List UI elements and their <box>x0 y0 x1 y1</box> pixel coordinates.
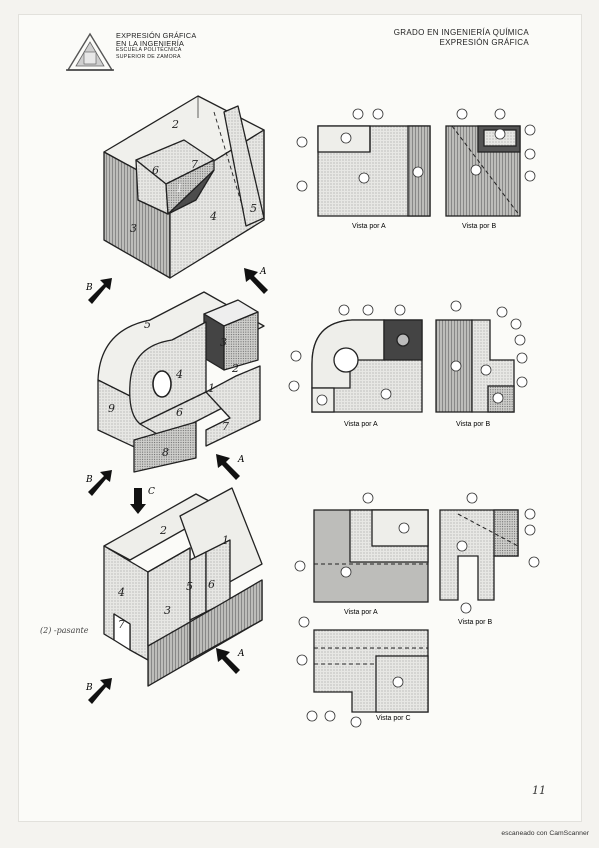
ex2-label-4: 4 <box>175 368 183 381</box>
ex3-caption-b: Vista por B <box>458 619 492 626</box>
school-name: EXPRESIÓN GRÁFICA EN LA INGENIERÍA ESCUE… <box>116 32 196 60</box>
ex3-label-2: 2 <box>159 524 167 537</box>
ex3-arrow-b: B <box>85 678 112 704</box>
ex3-label-4: 4 <box>117 586 125 599</box>
ex1-callouts <box>296 108 536 192</box>
ex2-caption-b: Vista por B <box>456 421 490 428</box>
school-line-4: SUPERIOR DE ZAMORA <box>116 53 181 60</box>
ex2-arrow-b: B <box>85 470 112 496</box>
ex2-arrow-c-label: C <box>148 487 155 497</box>
ex3-view-b <box>439 509 519 601</box>
ex1-label-6: 6 <box>152 164 159 177</box>
ex1-label-7: 7 <box>191 158 198 171</box>
ex1-view-b <box>445 125 521 217</box>
course-header: GRADO EN INGENIERÍA QUÍMICA EXPRESIÓN GR… <box>394 28 529 49</box>
ex1-caption-a: Vista por A <box>352 223 386 230</box>
ex3-label-3: 3 <box>164 604 171 617</box>
ex2-callouts <box>288 300 528 406</box>
ex2-caption-a: Vista por A <box>344 421 378 428</box>
ex3-view-a <box>313 509 429 603</box>
ex1-label-4: 4 <box>209 210 217 223</box>
ex2-label-9: 9 <box>108 402 115 415</box>
page-number: 11 <box>532 784 546 797</box>
ex3-label-6: 6 <box>208 578 215 591</box>
ex1-label-5: 5 <box>250 202 257 215</box>
ex2-label-7: 7 <box>222 420 229 433</box>
ex3-label-1: 1 <box>222 534 229 547</box>
ex3-view-c <box>313 629 429 713</box>
ex2-arrow-c: C <box>130 487 155 514</box>
ex2-label-6: 6 <box>176 406 183 419</box>
exercise-3-face-labels: 2 1 4 5 6 3 7 <box>117 524 229 631</box>
ex1-arrow-a: A <box>244 267 268 294</box>
school-line-1: EXPRESIÓN GRÁFICA <box>116 31 197 40</box>
school-line-2: EN LA INGENIERÍA <box>116 38 185 48</box>
scanner-footer: escaneado con CamScanner <box>501 830 589 837</box>
ex1-arrow-a-label: A <box>259 267 267 277</box>
ex2-label-8: 8 <box>162 446 169 459</box>
ex1-label-1: 1 <box>176 182 183 195</box>
ex2-label-3: 3 <box>220 336 227 349</box>
ex2-view-a <box>311 319 423 413</box>
ex1-view-a <box>317 125 431 217</box>
ex2-arrow-b-label: B <box>85 475 93 485</box>
ex3-label-7: 7 <box>118 618 125 631</box>
ex3-caption-a: Vista por A <box>344 609 378 616</box>
ex3-arrow-b-label: B <box>85 683 93 693</box>
exercise-2-face-labels: 5 3 4 1 2 9 6 7 8 <box>108 318 239 459</box>
ex2-label-2: 2 <box>231 362 239 375</box>
ex3-arrow-a: A <box>216 648 245 674</box>
exercise-1-isometric <box>103 95 265 279</box>
ex1-arrow-b-label: B <box>85 283 93 293</box>
ex2-arrow-a: A <box>216 454 245 480</box>
ex3-label-5: 5 <box>186 580 193 593</box>
degree-title: GRADO EN INGENIERÍA QUÍMICA <box>393 28 529 37</box>
exercise-2-isometric <box>97 291 265 473</box>
ex3-caption-c: Vista por C <box>376 715 411 722</box>
ex2-label-1: 1 <box>208 382 215 395</box>
subject-title: EXPRESIÓN GRÁFICA <box>439 38 529 48</box>
exercise-3-isometric <box>103 487 263 687</box>
ex1-caption-b: Vista por B <box>462 223 496 230</box>
ex3-arrow-a-label: A <box>237 649 245 659</box>
ex1-arrow-b: B <box>85 278 112 304</box>
ex2-arrow-a-label: A <box>237 455 245 465</box>
ex2-label-5: 5 <box>144 318 151 331</box>
ex3-callouts <box>294 492 540 728</box>
ex1-label-3: 3 <box>130 222 137 235</box>
margin-note: (2) -pasante <box>40 626 89 635</box>
school-line-3: ESCUELA POLITÉCNICA <box>116 47 182 54</box>
ex1-label-2: 2 <box>171 118 179 131</box>
school-logo-icon <box>66 32 114 71</box>
exercise-1-face-labels: 2 6 7 1 3 4 5 <box>130 118 257 235</box>
